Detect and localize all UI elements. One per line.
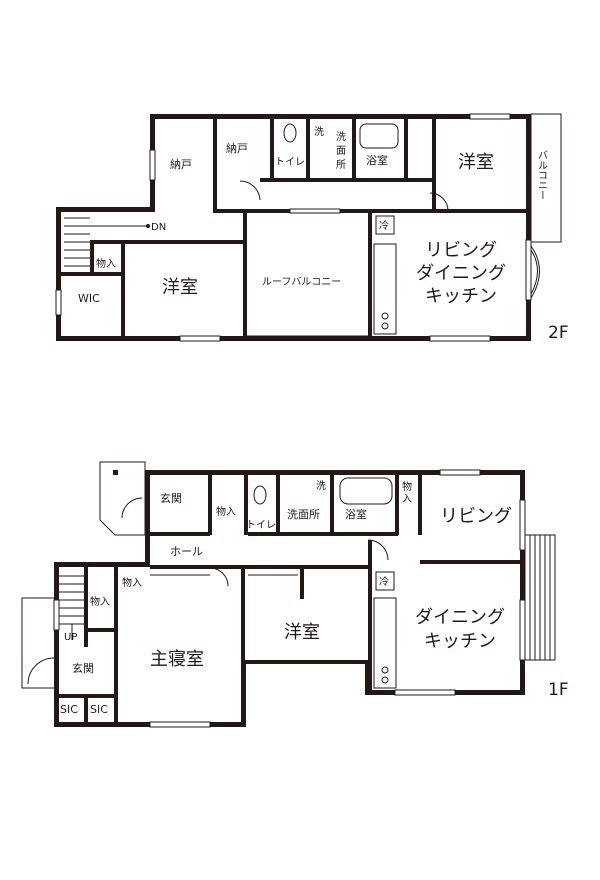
balcony-label: バルコニー [536, 150, 548, 200]
ldk-line-1: リビング [425, 240, 497, 261]
room-youshitsu-1f: 洋室 [284, 622, 320, 643]
room-bath-1f: 浴室 [345, 507, 367, 521]
floor-2-label: 2F [548, 323, 569, 343]
room-toilet-2f: トイレ [275, 157, 305, 168]
room-toilet-1f: トイレ [246, 520, 276, 531]
room-monoire-1f-3: 物入 [122, 576, 142, 589]
dk-line-2: キッチン [424, 631, 496, 652]
room-sic-1: SIC [60, 703, 78, 716]
room-senmenjo-2f: 洗面所 [336, 131, 346, 171]
hall-label: ホール [170, 545, 203, 558]
room-wic: WIC [78, 292, 100, 305]
room-youshitsu-ne: 洋室 [458, 152, 494, 173]
ldk-line-3: キッチン [425, 286, 497, 307]
room-monoire-2f: 物入 [96, 257, 116, 270]
room-genkan-top: 玄関 [160, 491, 182, 505]
room-monoire-1f-4: 物入 [90, 595, 110, 608]
room-sic-2: SIC [90, 703, 108, 716]
room-monoire-1f-2: 物入 [402, 480, 412, 505]
stairs-dn: DN [151, 222, 166, 233]
fridge-2f: 冷 [379, 219, 389, 232]
room-bath-2f: 浴室 [366, 153, 388, 167]
room-genkan-bottom: 玄関 [72, 661, 94, 675]
roof-balcony-label: ルーフバルコニー [262, 276, 341, 288]
washer-1f: 洗 [316, 480, 326, 492]
room-nando-2: 納戸 [226, 142, 248, 155]
room-master-bedroom: 主寝室 [150, 649, 204, 670]
stairs-up: UP [64, 632, 77, 643]
floor-1-label: 1F [548, 680, 569, 700]
floor-1-plan: 玄関 物入 トイレ 洗面所 洗 浴室 物入 リビング ホール 物入 物入 UP … [21, 461, 569, 728]
floor-2-plan: 納戸 納戸 トイレ 洗 洗面所 浴室 洋室 バルコニー DN 物入 WIC 洋室… [55, 113, 569, 343]
room-youshitsu-w: 洋室 [162, 277, 198, 298]
room-monoire-1f-1: 物入 [216, 505, 236, 518]
room-living-1f: リビング [440, 506, 512, 527]
dk-line-1: ダイニング [415, 607, 505, 628]
fridge-1f: 冷 [379, 575, 389, 588]
room-senmenjo-1f: 洗面所 [287, 508, 320, 521]
washer-2f: 洗 [314, 126, 324, 138]
room-nando-1: 納戸 [170, 158, 192, 171]
ldk-line-2: ダイニング [416, 263, 506, 284]
